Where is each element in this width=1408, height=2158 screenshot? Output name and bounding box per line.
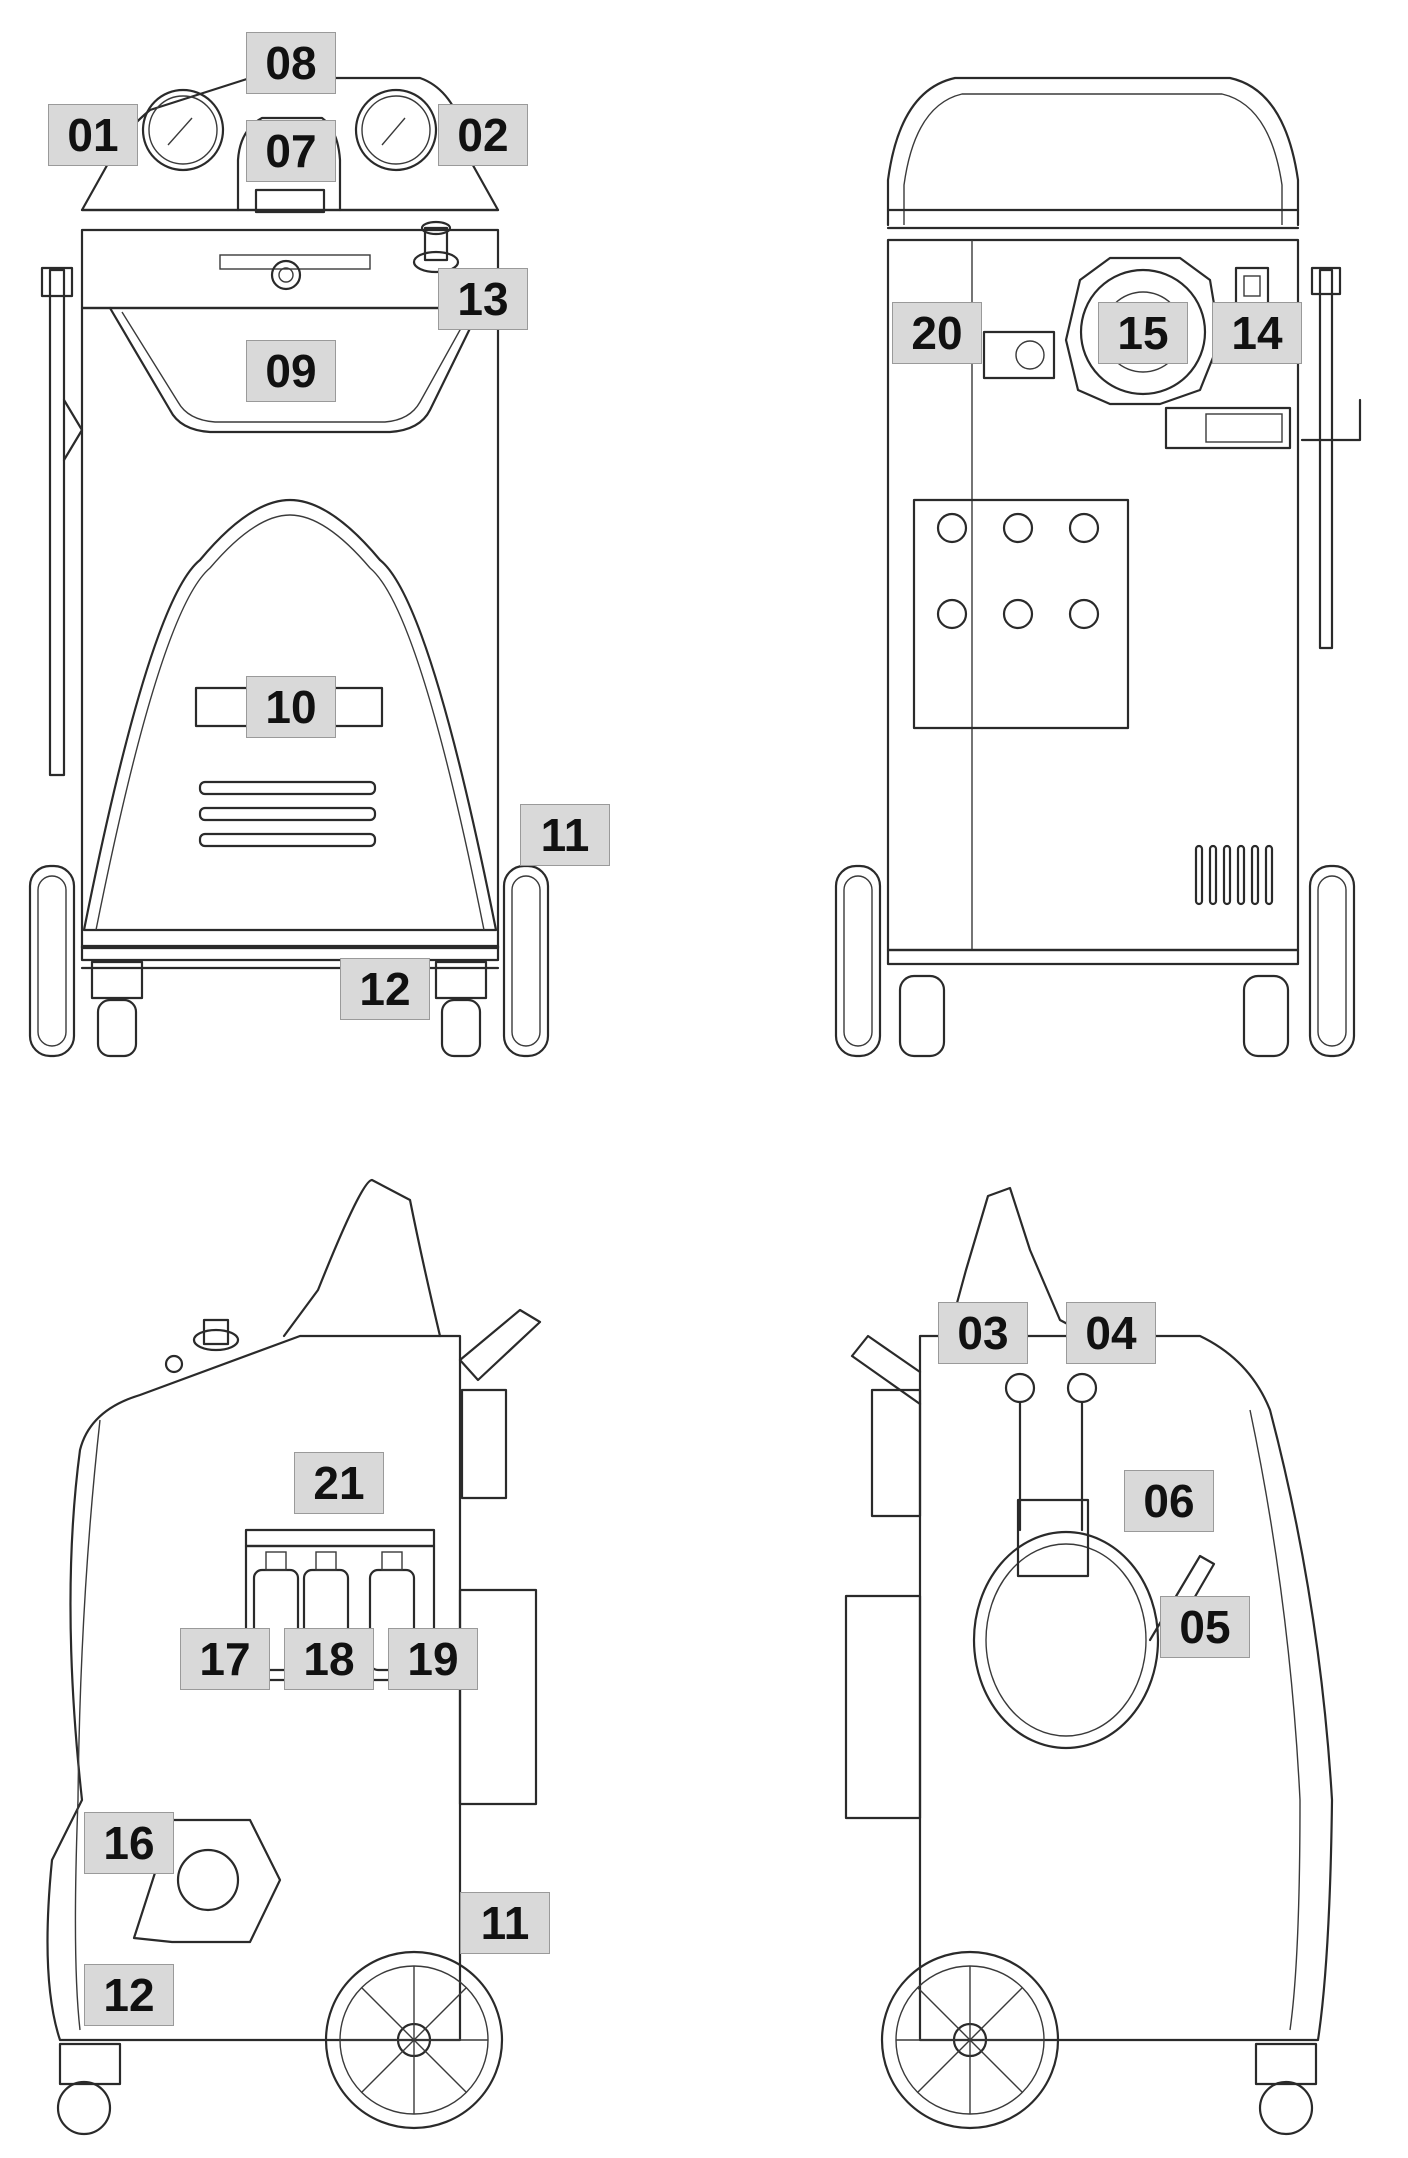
rear-fan-guard [1064,256,1222,406]
callout-08: 08 [246,32,336,94]
front-hose-holder [48,268,66,777]
callout-01: 01 [48,104,138,166]
callout-09: 09 [246,340,336,402]
rear-view [834,76,1362,1058]
callout-14: 14 [1212,302,1302,364]
callout-11-front: 11 [520,804,610,866]
callout-19: 19 [388,1628,478,1690]
front-tray [108,306,482,434]
display-housing [236,116,342,212]
callout-18: 18 [284,1628,374,1690]
callout-04: 04 [1066,1302,1156,1364]
side-left-hood [282,1178,442,1338]
callout-17: 17 [180,1628,270,1690]
hose-reel [972,1530,1160,1750]
callout-10: 10 [246,676,336,738]
callout-13: 13 [438,268,528,330]
callout-20: 20 [892,302,982,364]
callout-02: 02 [438,104,528,166]
side-view-right [844,1186,1334,2136]
front-view [28,76,550,1058]
side-view-left [46,1178,542,2136]
callout-12-side: 12 [84,1964,174,2026]
gauge-left [141,88,225,172]
rear-port-panel [912,498,1130,730]
side-left-body [46,1334,462,2042]
callout-05: 05 [1160,1596,1250,1658]
side-right-wheel [880,1950,1060,2130]
callout-16: 16 [84,1812,174,1874]
side-right-hood [946,1186,1092,1338]
callout-03: 03 [938,1302,1028,1364]
front-body [80,306,500,950]
callout-15: 15 [1098,302,1188,364]
front-wheel-right [502,864,550,1058]
front-arch [82,498,498,932]
callout-07: 07 [246,120,336,182]
callout-21: 21 [294,1452,384,1514]
callout-06: 06 [1124,1470,1214,1532]
power-switch [1234,266,1270,306]
front-wheel-left [28,864,76,1058]
rear-handle [886,76,1300,227]
side-left-wheel [324,1950,504,2130]
side-right-body [918,1334,1334,2042]
callout-11-side: 11 [460,1892,550,1954]
gauge-right [354,88,438,172]
callout-12-front: 12 [340,958,430,1020]
